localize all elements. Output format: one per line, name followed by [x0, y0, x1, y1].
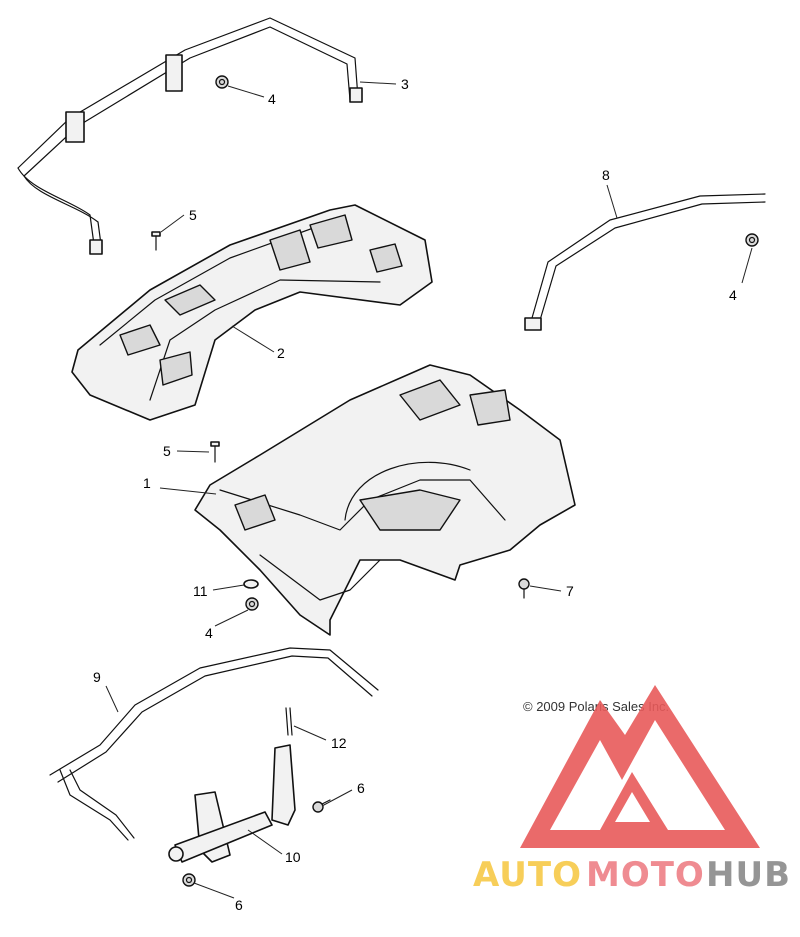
part-3-rack-tube	[17, 17, 363, 255]
callout-2: 2	[277, 345, 285, 361]
callout-3: 3	[401, 76, 409, 92]
part-8-side-rail	[524, 193, 766, 331]
nut-4-lower-icon	[245, 597, 259, 611]
callout-8: 8	[602, 167, 610, 183]
rivet-7-icon	[518, 578, 530, 599]
callout-10: 10	[285, 849, 301, 865]
logo-text-auto: AUTO	[473, 855, 582, 895]
leader-lines	[105, 81, 753, 899]
nut-4-right-icon	[745, 233, 759, 247]
screw-5-lower-icon	[210, 441, 220, 463]
callout-4-right: 4	[729, 287, 737, 303]
fasteners	[151, 75, 759, 887]
logo-triangle-icon	[520, 685, 760, 848]
callout-5-lower: 5	[163, 443, 171, 459]
pin-12-icon	[285, 707, 293, 736]
callout-7: 7	[566, 583, 574, 599]
copyright-notice: © 2009 Polaris Sales Inc.	[523, 699, 669, 714]
washer-11-icon	[243, 579, 259, 589]
bolt-6-right-icon	[312, 799, 331, 813]
automotohub-logo: AUTO MOTO HUB	[473, 685, 791, 895]
callout-11: 11	[193, 583, 208, 599]
callout-labels: 1 2 3 4 4 4 5 5 6 6 7 8 9 10 11 12	[93, 76, 737, 913]
callout-4-lower: 4	[205, 625, 213, 641]
callout-6-right: 6	[357, 780, 365, 796]
logo-text-hub: HUB	[706, 855, 791, 895]
callout-12: 12	[331, 735, 347, 751]
bolt-6-lower-icon	[182, 873, 196, 887]
part-10-hitch-bracket	[168, 744, 296, 863]
part-9-bumper-bar	[49, 647, 379, 841]
callout-4-upper: 4	[268, 91, 276, 107]
logo-text-moto: MOTO	[586, 855, 705, 895]
nut-4-upper-icon	[215, 75, 229, 89]
callout-1: 1	[143, 475, 151, 491]
part-2-rack-plate	[71, 204, 433, 421]
callout-6-lower: 6	[235, 897, 243, 913]
screw-5-upper-icon	[151, 231, 161, 251]
callout-9: 9	[93, 669, 101, 685]
callout-5-upper: 5	[189, 207, 197, 223]
part-1-rear-fender	[194, 364, 576, 636]
